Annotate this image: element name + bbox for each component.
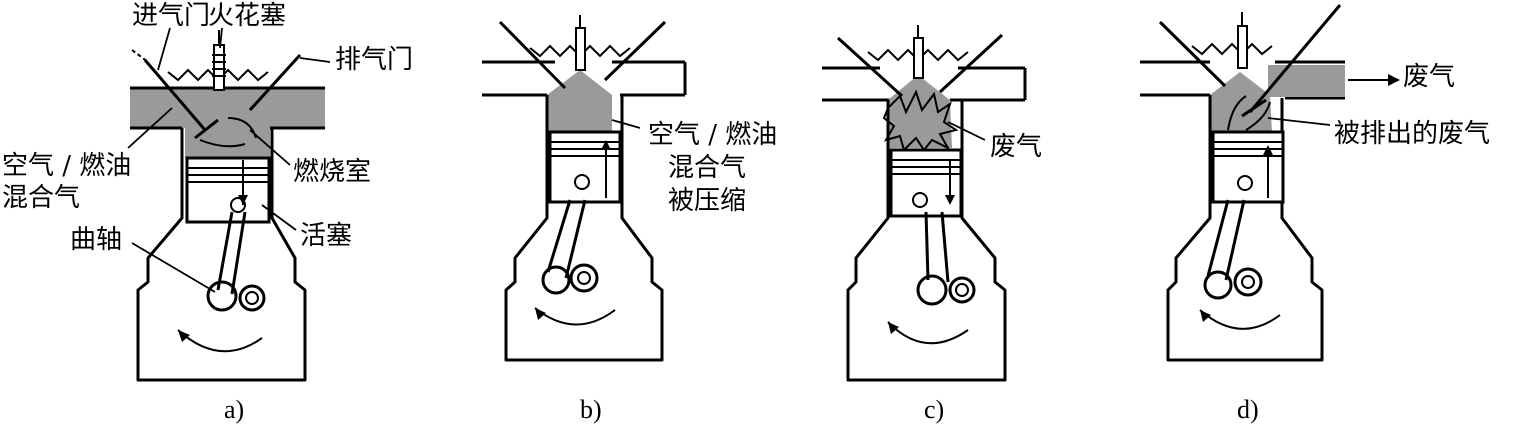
label-b-mixture: 混合气	[668, 153, 746, 183]
caption-a: a)	[224, 395, 244, 424]
label-d-expelled-exhaust: 被排出的废气	[1334, 119, 1490, 149]
panel-a-intake	[127, 27, 331, 382]
label-exhaust-valve: 排气门	[335, 45, 413, 75]
label-c-exhaust: 废气	[990, 132, 1042, 162]
panel-c-power	[822, 25, 1027, 382]
caption-b: b)	[580, 395, 602, 424]
panel-d-exhaust	[1140, 4, 1400, 362]
caption-c: c)	[924, 395, 944, 424]
caption-d: d)	[1237, 395, 1259, 424]
label-crankshaft: 曲轴	[70, 225, 122, 255]
label-combustion-chamber: 燃烧室	[293, 157, 371, 187]
label-air-fuel: 空气 / 燃油	[2, 151, 131, 181]
label-b-air-fuel: 空气 / 燃油	[648, 120, 777, 150]
label-mixture: 混合气	[2, 183, 80, 213]
label-intake-valve: 进气门	[132, 1, 210, 31]
label-b-compressed: 被压缩	[668, 186, 746, 216]
label-piston: 活塞	[300, 221, 352, 251]
label-d-exhaust-out: 废气	[1403, 62, 1455, 92]
label-spark-plug: 火花塞	[208, 1, 286, 31]
panel-b-compression	[482, 15, 687, 362]
